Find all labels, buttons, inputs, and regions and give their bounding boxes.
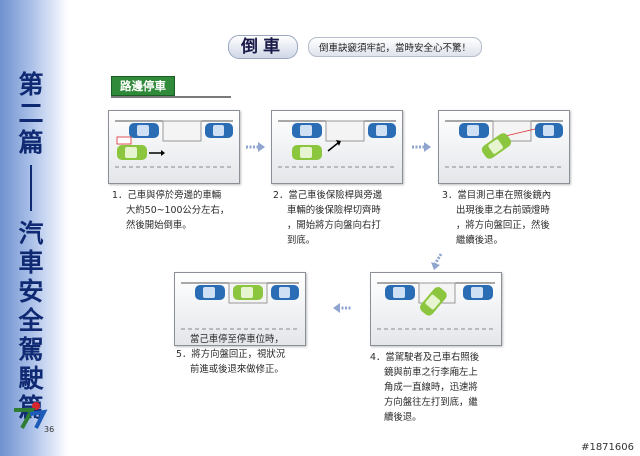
step-line: ．將方向盤回正，視狀況 xyxy=(181,349,286,360)
page-number: 36 xyxy=(44,425,55,434)
image-id-label: #1871606 xyxy=(581,442,634,453)
own-car-icon xyxy=(481,133,512,159)
step-line: 大約50~100公分左右， xyxy=(126,205,230,216)
parked-car-icon xyxy=(271,285,299,300)
sidebar-band xyxy=(0,0,68,456)
chapter-title: 第 二 篇 汽 車 安 全 駕 駛 篇 xyxy=(14,70,48,422)
step-arrow-icon xyxy=(431,253,443,270)
step-line: 到底。 xyxy=(287,235,316,246)
parked-car-icon xyxy=(292,123,322,138)
step-line: 鏡與前車之行李廂左上 xyxy=(384,367,478,378)
step-1-diagram xyxy=(108,110,240,184)
step-2-text: 2．當己車後保險桿與旁邊 車輛的後保險桿切齊時 ，開始將方向盤向右打 到底。 xyxy=(273,188,405,248)
chapter-char: 第 xyxy=(18,70,44,99)
step-3-diagram xyxy=(438,110,570,184)
step-line: ．己車與停於旁邊的車輛 xyxy=(117,190,222,201)
step-number: 3 xyxy=(442,190,448,201)
step-line: ，開始將方向盤向右打 xyxy=(287,220,381,231)
book-char: 車 xyxy=(18,248,44,277)
step-line: ．當目測己車在照後鏡內 xyxy=(447,190,552,201)
step-line: 方向盤往左打到底，繼 xyxy=(384,397,478,408)
step-line: 當己車停至停車位時， xyxy=(190,334,284,345)
own-car-icon xyxy=(117,145,147,160)
step-arrow-icon xyxy=(246,142,265,152)
step-1-text: 1．己車與停於旁邊的車輛 大約50~100公分左右， 然後開始倒車。 xyxy=(112,188,244,233)
step-line: 續後退。 xyxy=(384,412,422,423)
page-title: 倒車 xyxy=(228,35,298,59)
own-car-icon xyxy=(420,287,447,316)
step-2-diagram xyxy=(271,110,403,184)
parked-car-icon xyxy=(205,123,233,138)
step-arrow-icon xyxy=(333,303,352,313)
step-line: 出現後車之右前頭燈時 xyxy=(456,205,550,216)
step-number: 1 xyxy=(112,190,118,201)
step-line: 角成一直線時，迅速將 xyxy=(384,382,478,393)
publisher-logo-icon xyxy=(14,402,48,429)
parked-car-icon xyxy=(459,123,489,138)
book-char: 全 xyxy=(18,306,44,335)
parked-car-icon xyxy=(463,285,493,300)
book-char: 安 xyxy=(18,277,44,306)
step-number: 5 xyxy=(176,349,182,360)
step-number: 4 xyxy=(370,352,376,363)
book-char: 駕 xyxy=(18,335,44,364)
step-3-text: 3．當目測己車在照後鏡內 出現後車之右前頭燈時 ，將方向盤回正，然後 繼續後退。 xyxy=(442,188,582,248)
own-car-icon xyxy=(233,285,263,300)
step-line: 然後開始倒車。 xyxy=(126,220,192,231)
step-line: ，將方向盤回正，然後 xyxy=(456,220,550,231)
step-arrow-icon xyxy=(412,142,431,152)
own-car-icon xyxy=(292,145,322,160)
step-4-diagram xyxy=(370,272,502,346)
step-line: ．當駕駛者及己車右照後 xyxy=(375,352,480,363)
step-5-diagram xyxy=(174,272,306,346)
page-subtitle: 倒車訣竅須牢記，當時安全心不驚！ xyxy=(308,37,483,57)
step-number: 2 xyxy=(273,190,279,201)
chapter-char: 二 xyxy=(18,99,44,128)
parked-car-icon xyxy=(195,285,225,300)
step-line: ．當己車後保險桿與旁邊 xyxy=(278,190,383,201)
chapter-divider xyxy=(30,165,32,211)
section-divider xyxy=(111,96,231,98)
step-4-text: 4．當駕駛者及己車右照後 鏡與前車之行李廂左上 角成一直線時，迅速將 方向盤往左… xyxy=(370,350,510,425)
section-label: 路邊停車 xyxy=(111,76,175,96)
parked-car-icon xyxy=(129,123,159,138)
step-line: 前進或後退來做修正。 xyxy=(190,364,284,375)
parked-car-icon xyxy=(385,285,415,300)
chapter-char: 篇 xyxy=(18,128,44,157)
book-char: 駛 xyxy=(18,364,44,393)
header: 倒車 倒車訣竅須牢記，當時安全心不驚！ xyxy=(228,35,483,59)
book-char: 汽 xyxy=(18,219,44,248)
step-line: 車輛的後保險桿切齊時 xyxy=(287,205,381,216)
step-5-text: 當己車停至停車位時， 5．將方向盤回正，視狀況 前進或後退來做修正。 xyxy=(176,332,316,377)
parked-car-icon xyxy=(368,123,396,138)
parked-car-icon xyxy=(535,123,563,138)
step-line: 繼續後退。 xyxy=(456,235,503,246)
